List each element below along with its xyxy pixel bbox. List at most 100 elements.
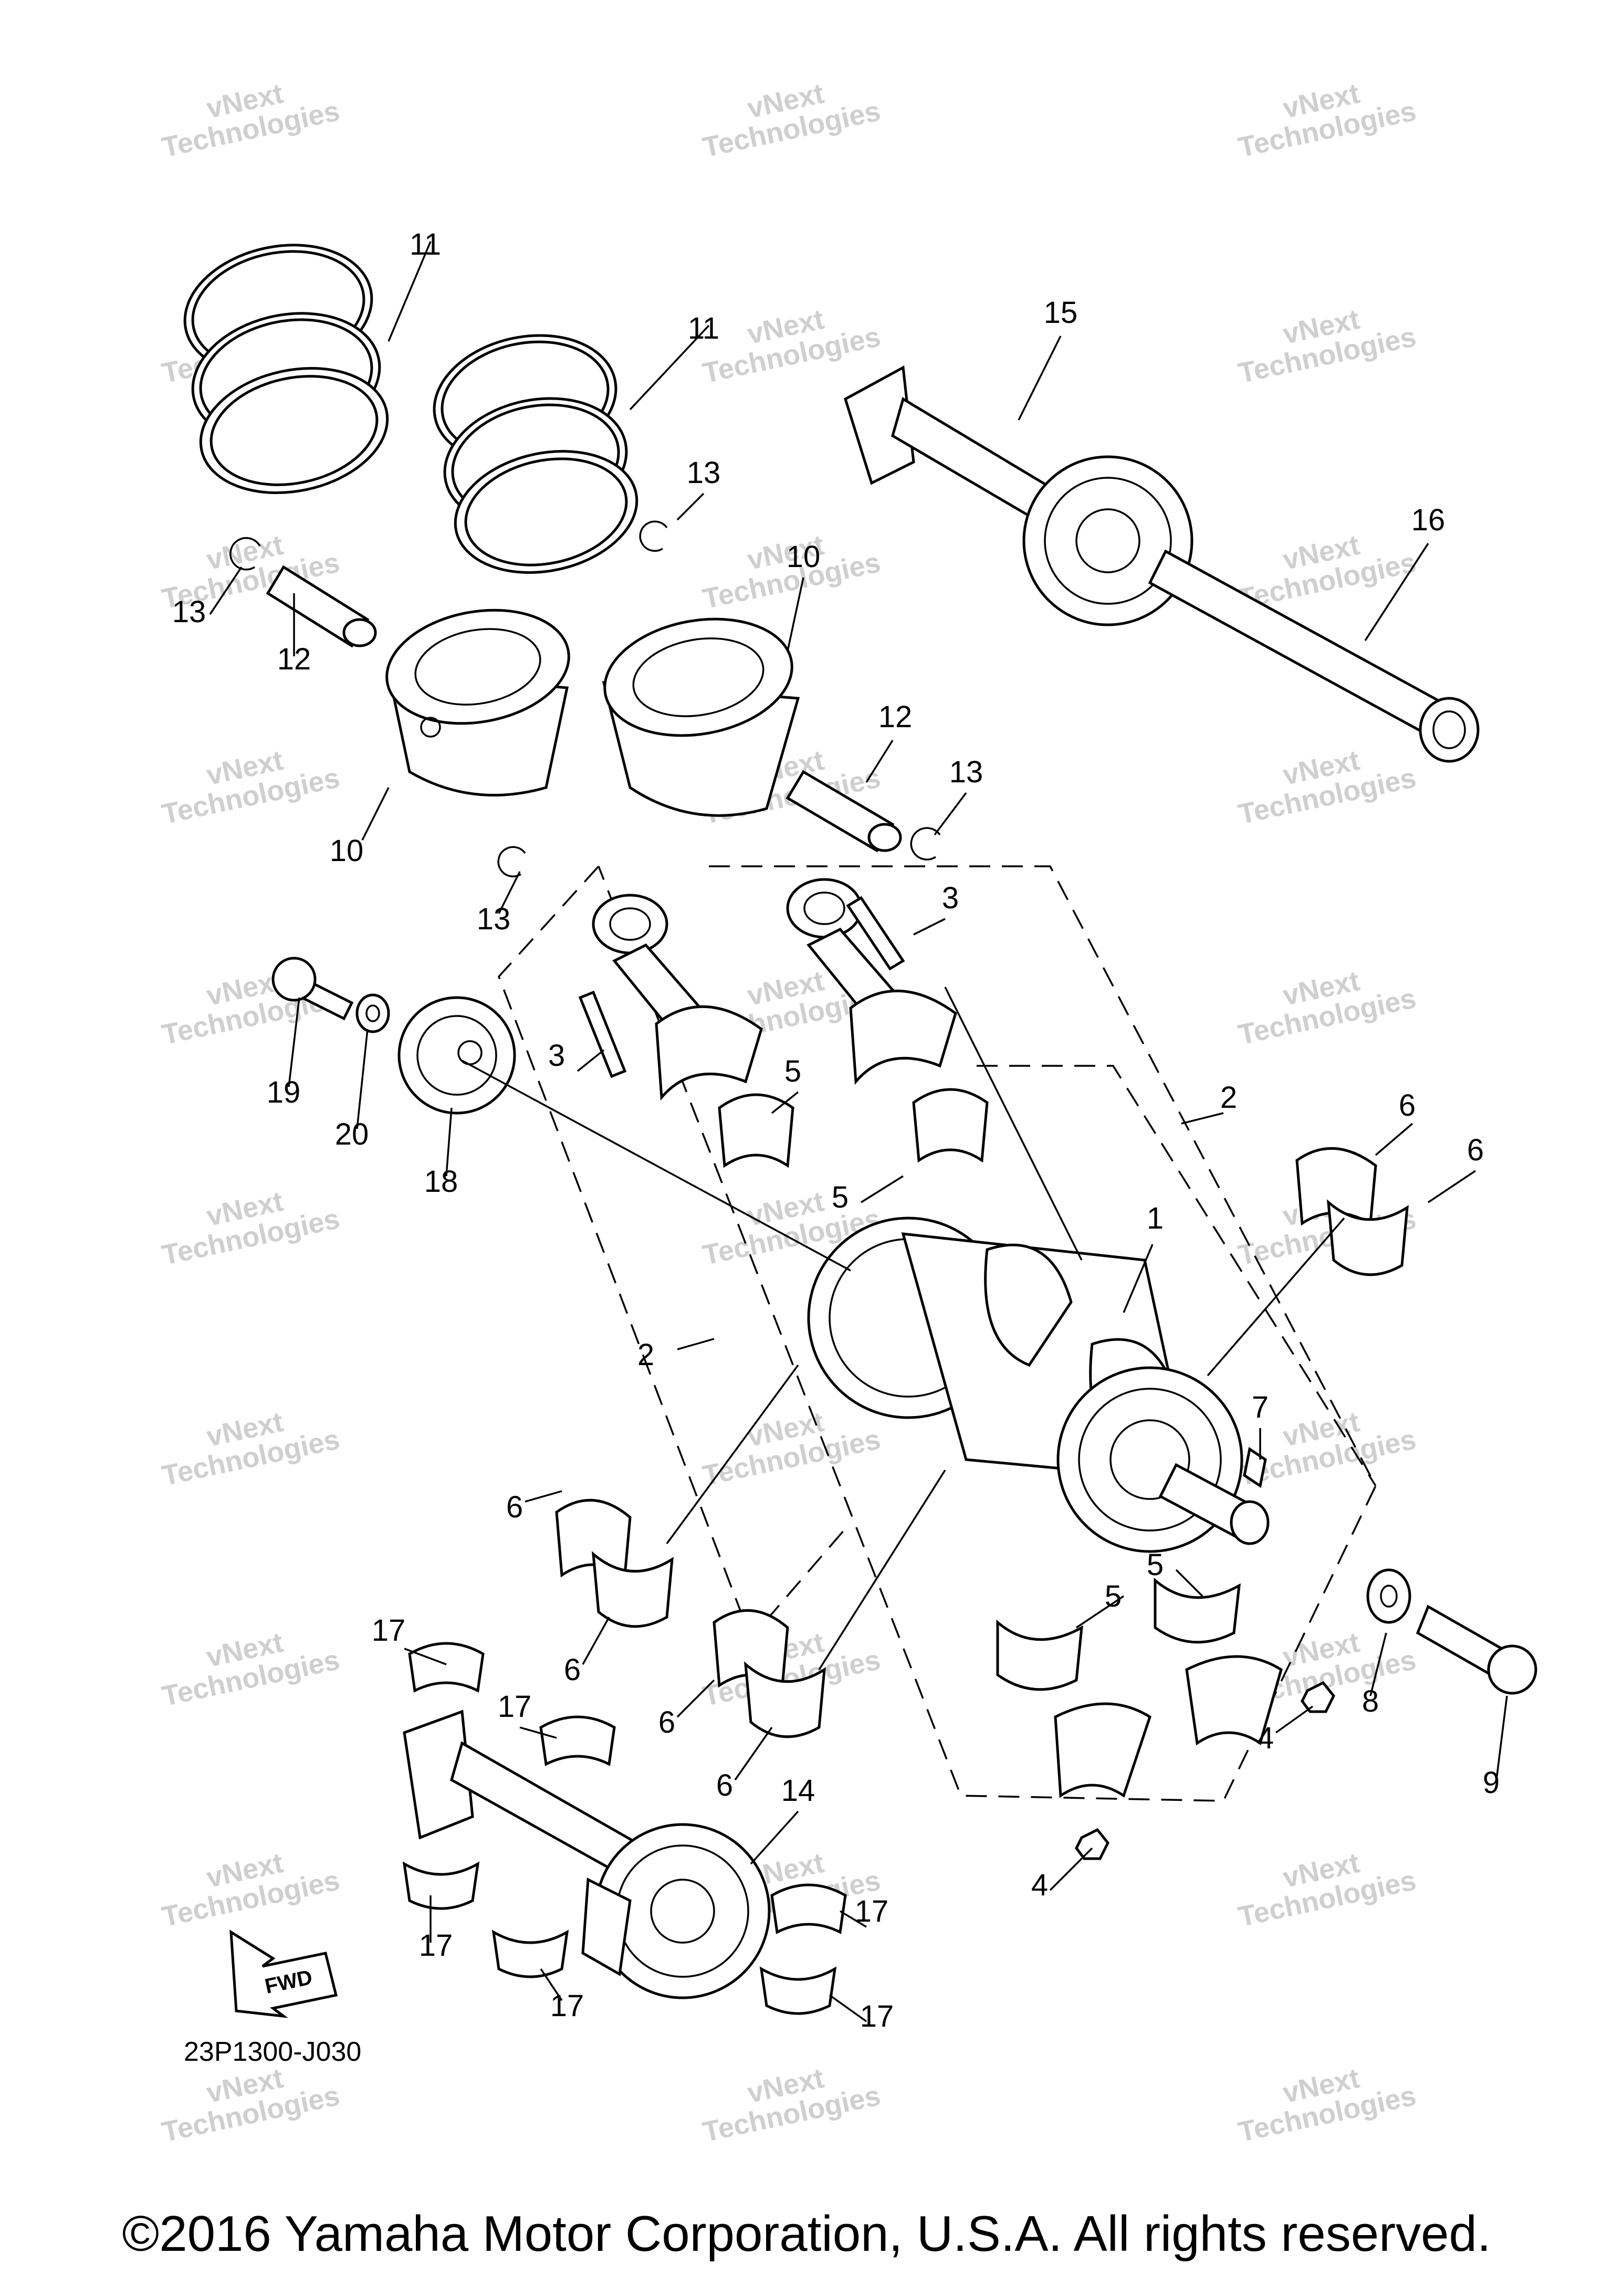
- callout-labels: 1223344555566666678910101111121213131313…: [172, 227, 1500, 2033]
- leader-line: [787, 577, 804, 652]
- callout-4: 4: [1031, 1868, 1048, 1902]
- callout-3: 3: [548, 1039, 565, 1073]
- leader-line: [676, 1679, 715, 1718]
- callout-17: 17: [372, 1613, 406, 1648]
- callout-17: 17: [855, 1894, 889, 1928]
- callout-12: 12: [878, 700, 913, 734]
- leader-line: [288, 997, 300, 1087]
- leader-line: [865, 740, 894, 783]
- leader-line: [387, 241, 432, 342]
- callout-6: 6: [1399, 1088, 1416, 1123]
- callout-9: 9: [1483, 1766, 1500, 1800]
- forward-arrow: FWD: [229, 1930, 338, 2018]
- leader-line: [356, 1029, 369, 1129]
- piston-rings-left: [183, 244, 389, 495]
- piston-right: [602, 617, 800, 817]
- leader-line: [677, 1338, 715, 1350]
- leader-line: [1123, 1244, 1154, 1313]
- copyright-notice: ©2016 Yamaha Motor Corporation, U.S.A. A…: [122, 2206, 1491, 2262]
- callout-13: 13: [172, 595, 206, 629]
- leader-line: [1428, 1170, 1476, 1203]
- piston-rings-right: [433, 334, 638, 574]
- leader-line: [861, 1175, 904, 1203]
- callout-17: 17: [498, 1690, 532, 1724]
- leader-line: [840, 1910, 867, 1928]
- piston-pin-left: [266, 565, 377, 648]
- crank-pin-bearings: [718, 1088, 1241, 1691]
- balancer-shaft-upper: [844, 365, 1193, 626]
- rod-bolts: [578, 896, 905, 1078]
- balancer-shaft-lower: [403, 1710, 771, 1999]
- pointer-line: [818, 1470, 946, 1670]
- callout-1: 1: [1147, 1201, 1164, 1235]
- leader-line: [1495, 1695, 1508, 1780]
- callout-20: 20: [335, 1117, 369, 1151]
- callout-11: 11: [410, 227, 441, 261]
- leader-line: [1275, 1705, 1314, 1734]
- leader-line: [1076, 1595, 1124, 1629]
- callout-5: 5: [1147, 1548, 1164, 1582]
- crank-hardware: [1243, 1446, 1537, 1695]
- balancer-bearings: [402, 1642, 847, 2015]
- callout-17: 17: [860, 1999, 894, 2033]
- leader-line: [1375, 1123, 1413, 1156]
- callout-16: 16: [1411, 503, 1446, 537]
- circlips: [229, 520, 941, 877]
- leader-line: [519, 1726, 557, 1739]
- leader-line: [577, 1049, 605, 1072]
- callout-11: 11: [688, 311, 719, 345]
- connecting-rod-right: [786, 878, 957, 1085]
- callout-13: 13: [949, 755, 983, 789]
- leader-line: [750, 1810, 799, 1865]
- rod-caps: [1054, 1655, 1335, 1860]
- leader-line: [404, 1648, 447, 1665]
- leader-line: [913, 918, 946, 936]
- callout-2: 2: [637, 1338, 654, 1372]
- pointer-line: [666, 1364, 799, 1545]
- callout-6: 6: [658, 1705, 675, 1739]
- leader-line: [934, 792, 967, 836]
- callout-8: 8: [1362, 1684, 1379, 1718]
- leader-line: [829, 1994, 867, 2022]
- piston-pin-right: [785, 770, 902, 853]
- pointer-line: [462, 1060, 851, 1272]
- leader-line: [525, 1490, 562, 1503]
- piston-left: [385, 609, 570, 797]
- callout-13: 13: [687, 456, 721, 490]
- callout-13: 13: [477, 902, 511, 936]
- leader-line: [1018, 336, 1062, 421]
- callout-12: 12: [277, 642, 311, 676]
- crankshaft: [807, 1217, 1270, 1553]
- callout-19: 19: [267, 1075, 301, 1109]
- pointer-line: [944, 987, 1083, 1261]
- leader-line: [1369, 1632, 1387, 1696]
- callout-3: 3: [942, 881, 959, 915]
- callout-18: 18: [424, 1165, 458, 1199]
- callout-5: 5: [1105, 1579, 1122, 1613]
- leader-line: [1049, 1847, 1093, 1891]
- callout-10: 10: [787, 540, 821, 574]
- callout-7: 7: [1252, 1390, 1269, 1424]
- callout-6: 6: [564, 1653, 581, 1687]
- leader-line: [209, 567, 243, 615]
- connecting-rod-set-outlines: [497, 865, 1377, 1802]
- callout-6: 6: [1467, 1133, 1484, 1167]
- leader-line: [771, 1091, 799, 1114]
- callout-2: 2: [1220, 1081, 1237, 1115]
- callout-5: 5: [784, 1054, 801, 1088]
- callout-6: 6: [716, 1768, 733, 1802]
- leader-line: [629, 324, 710, 411]
- leader-line: [1181, 1112, 1224, 1125]
- pointer-line: [1207, 1217, 1345, 1377]
- leader-line: [676, 492, 705, 521]
- leader-line: [540, 1968, 563, 2001]
- leader-line: [498, 871, 521, 914]
- callout-14: 14: [781, 1774, 815, 1808]
- leader-line: [582, 1617, 610, 1665]
- leader-line: [734, 1726, 773, 1781]
- callout-15: 15: [1044, 296, 1078, 330]
- callout-10: 10: [330, 834, 364, 868]
- leader-line: [1364, 543, 1429, 641]
- diagram-code: 23P1300-J030: [184, 2037, 361, 2067]
